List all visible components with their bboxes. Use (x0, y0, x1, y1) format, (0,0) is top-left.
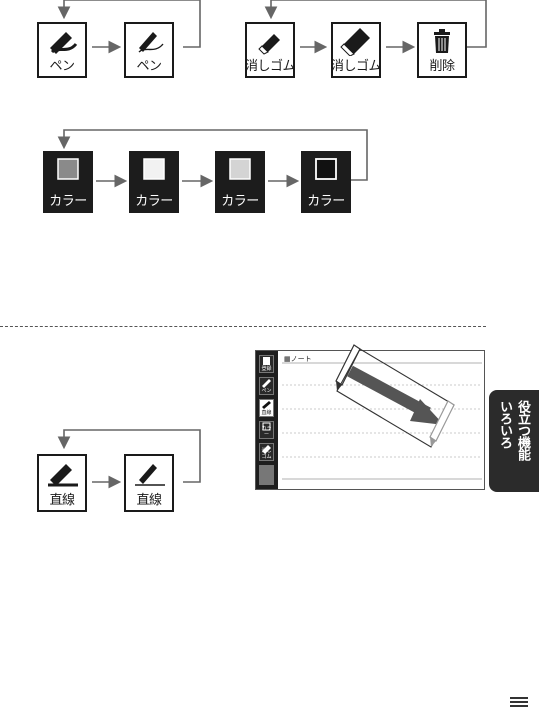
color-swatch-icon (315, 158, 337, 180)
eraser-button-large[interactable]: 消しゴム (331, 22, 382, 78)
line-thin-icon (135, 464, 165, 486)
eraser-large-icon (340, 28, 370, 56)
color-button-dark-gray[interactable]: カラー (43, 151, 93, 213)
color-icon (262, 422, 271, 431)
pen-label: ペン (136, 59, 162, 74)
stylus-end-icon (429, 400, 455, 447)
color-label: カラー (49, 194, 87, 209)
delete-label: 削除 (429, 59, 455, 74)
line-button-thick[interactable]: 直線 (37, 454, 87, 512)
tool-color[interactable]: カラー (259, 421, 274, 439)
note-toolbar: 登録 ペン 直線 カラー 消しゴム (256, 351, 278, 489)
line-icon (262, 401, 271, 409)
stylus-start-icon (335, 344, 361, 391)
tool-placeholder (259, 465, 274, 485)
tool-register[interactable]: 登録 (259, 355, 274, 373)
line-button-thin[interactable]: 直線 (124, 454, 174, 512)
side-tab-line2: いろいろ (497, 400, 512, 448)
eraser-label: 消しゴム (245, 59, 296, 74)
tool-label: 登録 (261, 366, 272, 372)
pen-button-thick[interactable]: ペン (37, 22, 87, 78)
tool-pen[interactable]: ペン (259, 377, 274, 395)
side-tab-line1: 役立つ機能 (515, 400, 530, 460)
menu-icon[interactable] (510, 697, 528, 707)
tool-eraser[interactable]: 消しゴム (259, 443, 274, 461)
section-side-tab[interactable]: 役立つ機能 いろいろ (489, 390, 539, 492)
stylus-drag-illustration (335, 344, 455, 448)
note-title: ▦ノート (284, 354, 312, 364)
line-label: 直線 (49, 493, 75, 508)
line-thick-icon (48, 464, 78, 487)
color-button-white[interactable]: カラー (129, 151, 179, 213)
pen-thin-icon (138, 32, 164, 53)
note-icon: ▦ (284, 355, 291, 363)
eraser-label: 消しゴム (331, 59, 382, 74)
pen-label: ペン (49, 59, 75, 74)
section-divider (0, 326, 486, 327)
eraser-button-small[interactable]: 消しゴム (245, 22, 296, 78)
note-screen-illustration: 登録 ペン 直線 カラー 消しゴム ▦ノート (255, 344, 485, 490)
tool-label: 直線 (261, 410, 272, 416)
eraser-small-icon (258, 34, 280, 55)
tool-label: 消しゴム (261, 448, 272, 460)
line-label: 直線 (136, 493, 162, 508)
tool-label: カラー (261, 426, 272, 438)
pen-thick-icon (50, 32, 78, 54)
pen-icon (262, 379, 271, 388)
tool-label: ペン (261, 388, 272, 394)
color-label: カラー (221, 194, 259, 209)
color-button-light-gray[interactable]: カラー (215, 151, 265, 213)
eraser-icon (262, 445, 271, 454)
pen-button-thin[interactable]: ペン (124, 22, 174, 78)
color-swatch-icon (143, 158, 165, 180)
color-label: カラー (135, 194, 173, 209)
color-label: カラー (307, 194, 345, 209)
delete-button[interactable]: 削除 (417, 22, 467, 78)
color-swatch-icon (229, 158, 251, 180)
register-icon (263, 357, 270, 365)
color-button-black[interactable]: カラー (301, 151, 351, 213)
tool-line[interactable]: 直線 (259, 399, 274, 417)
note-title-text: ノート (290, 355, 312, 363)
trash-icon (434, 29, 450, 53)
color-swatch-icon (57, 158, 79, 180)
